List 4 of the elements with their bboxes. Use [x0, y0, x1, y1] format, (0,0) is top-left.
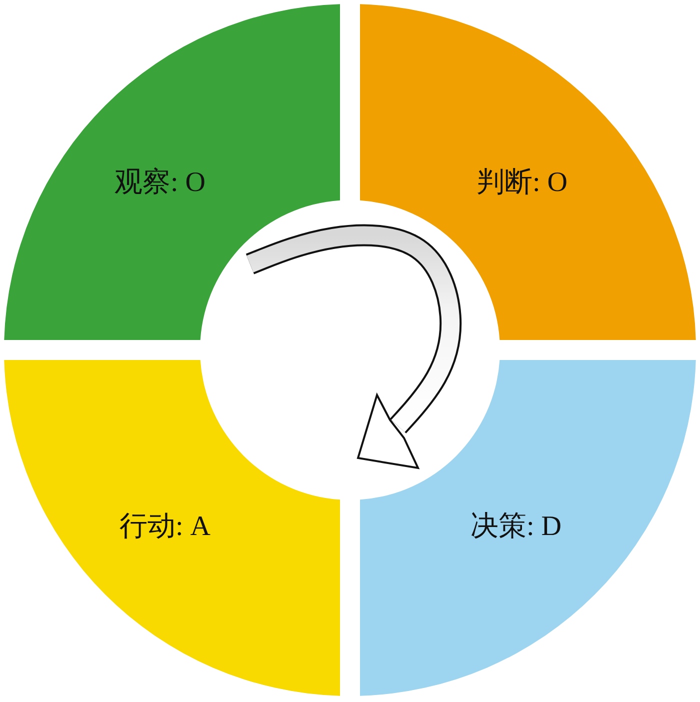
segment-label: 行动: A: [120, 510, 210, 544]
segment-label: 观察: O: [114, 166, 206, 200]
segment-label: 决策: D: [470, 510, 562, 544]
segment-label: 判断: O: [476, 166, 568, 200]
